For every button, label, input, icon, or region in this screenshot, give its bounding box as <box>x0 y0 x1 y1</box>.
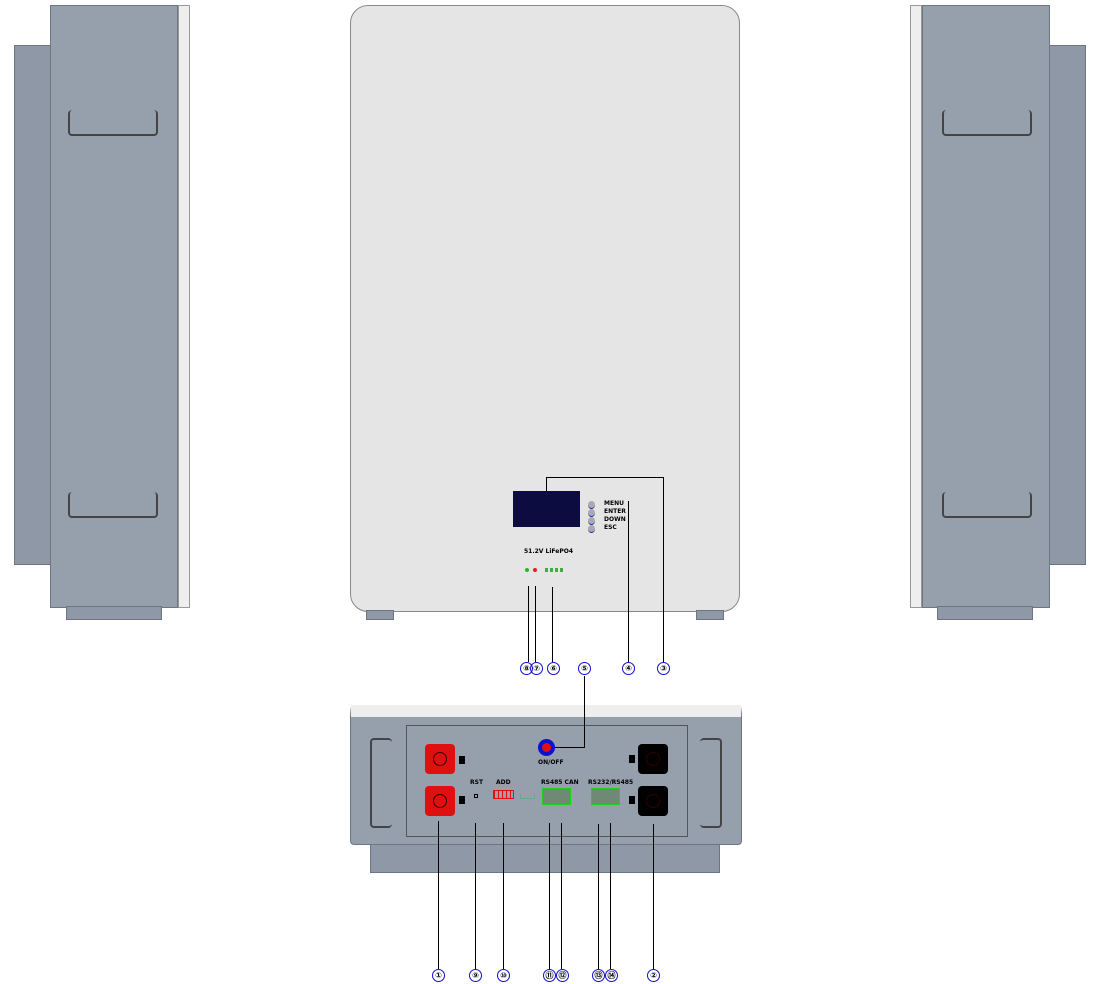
leader-line <box>555 747 585 748</box>
alarm-led <box>533 568 537 572</box>
callout-7: ⑦ <box>530 662 543 675</box>
callout-2: ② <box>647 969 660 982</box>
lcd-display <box>513 491 580 527</box>
leader-line <box>503 823 504 969</box>
run-led <box>525 568 529 572</box>
right-side-edge <box>910 5 922 608</box>
rs485-can-port[interactable] <box>542 788 571 805</box>
right-handle-bottom <box>942 492 1032 518</box>
callout-13: ⑬ <box>592 969 605 982</box>
comm1-label: RS485 CAN <box>541 779 579 786</box>
enter-label: ENTER <box>604 508 626 515</box>
power-switch-label: ON/OFF <box>538 759 564 766</box>
left-handle-top <box>68 110 158 136</box>
marker <box>459 796 465 804</box>
front-foot-right <box>696 610 724 620</box>
leader-line <box>535 586 536 662</box>
callout-14: ⑭ <box>605 969 618 982</box>
callout-11: ⑪ <box>543 969 556 982</box>
negative-terminal-top <box>638 744 668 774</box>
soc-leds <box>545 568 563 572</box>
model-label: 51.2V LiFePO4 <box>524 548 574 555</box>
leader-line <box>598 824 599 969</box>
leader-line <box>549 823 550 969</box>
callout-12: ⑫ <box>556 969 569 982</box>
address-dip-switch[interactable] <box>493 790 514 799</box>
leader-line <box>653 824 654 969</box>
dip-pins <box>520 794 535 799</box>
bottom-bracket <box>370 843 720 873</box>
right-foot <box>937 606 1033 620</box>
leader-line <box>584 676 585 748</box>
left-foot <box>66 606 162 620</box>
leader-line <box>475 823 476 969</box>
marker <box>629 796 635 804</box>
front-view <box>350 5 740 612</box>
leader-line <box>438 821 439 969</box>
comm2-label: RS232/RS485 <box>588 779 634 786</box>
reset-label: RST <box>470 779 484 786</box>
callout-5: ⑤ <box>578 662 591 675</box>
leader-line <box>610 823 611 969</box>
callout-6: ⑥ <box>547 662 560 675</box>
leader-line <box>561 823 562 969</box>
menu-label: MENU <box>604 500 624 507</box>
positive-terminal-top <box>425 744 455 774</box>
leader-line <box>663 477 664 662</box>
power-switch[interactable] <box>538 739 555 756</box>
leader-line <box>552 587 553 662</box>
enter-button[interactable] <box>588 509 595 517</box>
right-wall-bracket <box>1048 45 1086 565</box>
leader-line <box>546 477 664 478</box>
callout-4: ④ <box>622 662 635 675</box>
negative-terminal-bottom <box>638 786 668 816</box>
front-foot-left <box>366 610 394 620</box>
callout-10: ⑩ <box>497 969 510 982</box>
leader-line <box>528 586 529 662</box>
bottom-handle-right <box>700 738 722 828</box>
marker <box>629 755 635 763</box>
callout-1: ① <box>432 969 445 982</box>
esc-button[interactable] <box>588 525 595 533</box>
menu-button[interactable] <box>588 501 595 509</box>
left-side-edge <box>178 5 190 608</box>
reset-button[interactable] <box>474 794 478 798</box>
down-label: DOWN <box>604 516 626 523</box>
marker <box>459 756 465 764</box>
rs232-rs485-port[interactable] <box>591 788 620 805</box>
down-button[interactable] <box>588 517 595 525</box>
bottom-handle-left <box>370 738 392 828</box>
leader-line <box>628 501 629 662</box>
right-handle-top <box>942 110 1032 136</box>
positive-terminal-bottom <box>425 786 455 816</box>
address-label: ADD <box>496 779 511 786</box>
leader-line <box>546 477 547 491</box>
esc-label: ESC <box>604 524 617 531</box>
left-handle-bottom <box>68 492 158 518</box>
left-wall-bracket <box>14 45 52 565</box>
callout-9: ⑨ <box>469 969 482 982</box>
callout-3: ③ <box>657 662 670 675</box>
